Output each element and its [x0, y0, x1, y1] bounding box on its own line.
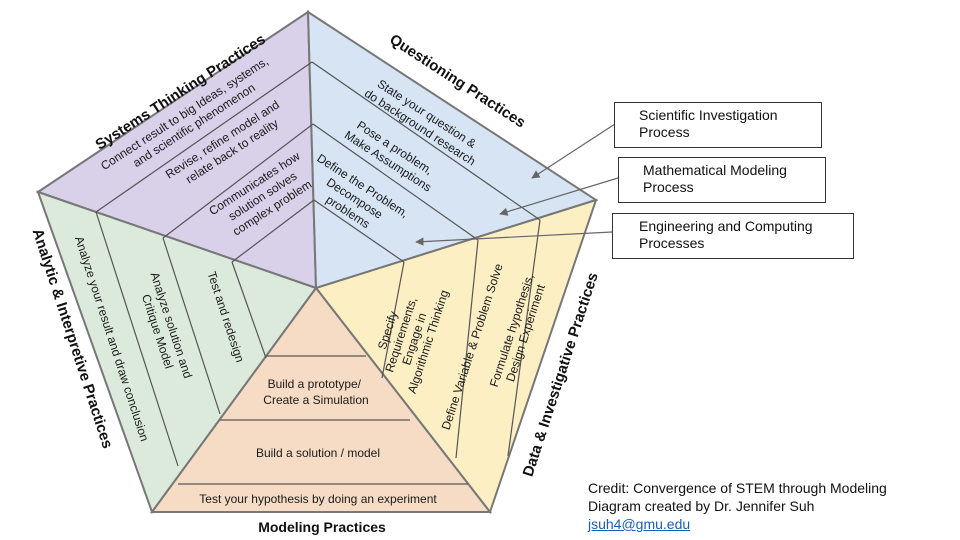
systems-dividers — [95, 61, 315, 263]
data-dividers — [381, 219, 541, 459]
callout-1-line-2: Process — [639, 124, 690, 140]
arrow-engineering-computing — [415, 231, 613, 246]
callout-1-line-1: Scientific Investigation — [639, 107, 778, 123]
modeling-item-1: Build a prototype/ Create a Simulation — [263, 377, 368, 407]
arrow-mathematical-modeling — [499, 177, 619, 216]
credit-line-2: Diagram created by Dr. Jennifer Suh — [588, 498, 815, 514]
credit-email-link[interactable]: jsuh4@gmu.edu — [588, 516, 691, 532]
credit-line-1: Credit: Convergence of STEM through Mode… — [588, 480, 887, 496]
modeling-section — [150, 286, 493, 513]
callout-arrows — [415, 123, 619, 246]
callout-scientific-investigation: Scientific Investigation Process — [614, 102, 822, 148]
modeling-title: Modeling Practices — [258, 519, 386, 535]
callout-engineering-computing: Engineering and Computing Processes — [612, 213, 854, 259]
callout-3-line-2: Processes — [639, 235, 705, 251]
credit-block: Credit: Convergence of STEM through Mode… — [588, 479, 887, 533]
callout-2-line-2: Process — [643, 179, 694, 195]
arrow-scientific-investigation — [531, 123, 616, 179]
analytic-dividers — [95, 211, 267, 467]
callout-mathematical-modeling: Mathematical Modeling Process — [618, 157, 826, 203]
modeling-item-3: Test your hypothesis by doing an experim… — [199, 492, 437, 506]
callout-2-line-1: Mathematical Modeling — [643, 162, 787, 178]
questioning-dividers — [311, 61, 541, 263]
modeling-item-2: Build a solution / model — [256, 446, 380, 460]
modeling-dividers — [178, 355, 468, 485]
callout-3-line-1: Engineering and Computing — [639, 218, 813, 234]
